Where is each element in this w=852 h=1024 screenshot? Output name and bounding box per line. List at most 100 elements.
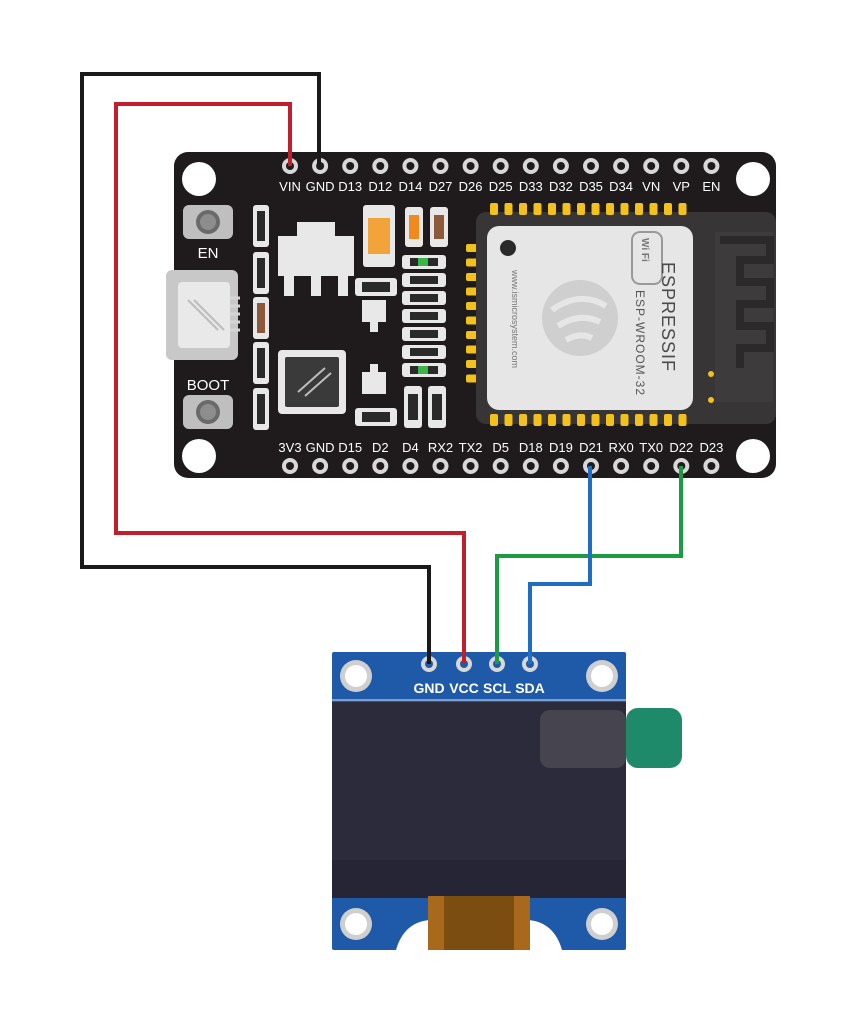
- module-pad-side: [466, 287, 478, 296]
- module-pad-bottom: [504, 414, 513, 426]
- bottom-label-d2: D2: [372, 440, 389, 455]
- wifi-logo-icon: Wi Fi: [631, 231, 663, 285]
- oled-pin-label-vcc: VCC: [449, 680, 479, 696]
- module-pad-top: [533, 203, 542, 215]
- antenna-trace-icon: [708, 232, 774, 403]
- esp-wroom-module: Wi Fi ESPRESSIF ESP-WROOM-32 www.ismicro…: [476, 212, 776, 424]
- module-brand-text: ESPRESSIF: [658, 262, 678, 372]
- bottom-pin-rx0: [613, 458, 630, 474]
- bottom-label-tx0: TX0: [639, 440, 663, 455]
- espressif-logo-icon: [542, 280, 618, 356]
- oled-flex-center: [444, 896, 514, 950]
- wire-gnd: [80, 72, 431, 664]
- bottom-pin-rx2: [432, 458, 449, 474]
- module-pad-top: [635, 203, 643, 215]
- top-label-d13: D13: [338, 179, 362, 194]
- top-pin-d25: [492, 158, 509, 174]
- module-pad-side: [466, 302, 478, 310]
- module-pad-top: [620, 203, 629, 215]
- bottom-pin-3v3: [282, 458, 298, 474]
- top-pin-d35: [583, 158, 599, 174]
- module-pad-side: [466, 273, 478, 281]
- bottom-pin-tx2: [462, 458, 479, 474]
- mount-hole-bottom-left: [182, 439, 216, 473]
- top-pin-en: [703, 158, 720, 174]
- module-top-pads: [490, 203, 687, 215]
- top-label-vp: VP: [673, 179, 690, 194]
- bottom-label-rx2: RX2: [428, 440, 453, 455]
- module-pad-top: [548, 203, 556, 215]
- top-label-d26: D26: [459, 179, 483, 194]
- top-pin-d27: [432, 158, 449, 174]
- module-pad-side: [466, 374, 478, 383]
- usb-uart-chip: [278, 350, 346, 414]
- en-button[interactable]: [183, 205, 233, 239]
- oled-screen-bezel: [332, 860, 626, 898]
- module-pad-top: [490, 203, 498, 215]
- svg-text:Wi Fi: Wi Fi: [639, 238, 650, 262]
- top-label-d34: D34: [609, 179, 633, 194]
- top-pin-vn: [643, 158, 660, 174]
- top-pin-d34: [613, 158, 630, 174]
- top-pin-d32: [552, 158, 569, 174]
- oled-glare: [540, 710, 626, 768]
- bottom-label-d18: D18: [519, 440, 543, 455]
- module-pad-top: [577, 203, 585, 215]
- mount-hole-top-right: [736, 162, 770, 196]
- bottom-pin-gnd: [312, 458, 329, 474]
- module-pad-bottom: [577, 414, 585, 426]
- bottom-label-gnd: GND: [306, 440, 335, 455]
- module-pad-top: [562, 203, 571, 215]
- top-label-d35: D35: [579, 179, 603, 194]
- module-pad-side: [466, 331, 478, 339]
- module-pad-bottom: [678, 414, 687, 426]
- top-pin-d12: [372, 158, 389, 174]
- bottom-label-rx0: RX0: [608, 440, 633, 455]
- top-label-d14: D14: [398, 179, 422, 194]
- module-pad-side: [466, 360, 478, 368]
- top-label-d33: D33: [519, 179, 543, 194]
- bottom-label-d15: D15: [338, 440, 362, 455]
- bottom-label-d19: D19: [549, 440, 573, 455]
- boot-button[interactable]: [183, 395, 233, 429]
- wire-d21-sda: [528, 466, 592, 664]
- wires: [80, 72, 683, 664]
- module-castellated-pins: [466, 244, 478, 383]
- bottom-label-d22: D22: [669, 440, 693, 455]
- oled-pin-label-gnd: GND: [413, 680, 444, 696]
- module-pad-bottom: [606, 414, 614, 426]
- module-pad-bottom: [533, 414, 542, 426]
- module-pad-top: [664, 203, 672, 215]
- top-label-vn: VN: [642, 179, 660, 194]
- top-pin-d33: [522, 158, 539, 174]
- module-pad-bottom: [490, 414, 498, 426]
- bottom-pin-d4: [402, 458, 419, 474]
- bottom-pin-d23: [703, 458, 720, 474]
- boot-button-label: BOOT: [187, 377, 230, 394]
- smd-resistor-column: [253, 205, 269, 430]
- top-label-d25: D25: [489, 179, 513, 194]
- module-pad-bottom: [562, 414, 571, 426]
- bottom-pin-d18: [522, 458, 539, 474]
- oled-protective-tab: [626, 708, 682, 768]
- top-pin-d13: [342, 158, 359, 174]
- module-url-text: www.ismicrosystem.com: [510, 269, 520, 368]
- module-pad-top: [504, 203, 513, 215]
- tantalum-capacitor: [363, 205, 395, 267]
- module-pad-top: [591, 203, 600, 215]
- module-pad-top: [649, 203, 658, 215]
- top-label-en: EN: [702, 179, 720, 194]
- module-pad-bottom: [519, 414, 527, 426]
- module-pad-top: [519, 203, 527, 215]
- module-pin1-dot: [500, 240, 516, 256]
- module-pad-side: [466, 345, 478, 354]
- smd-transistors: [355, 278, 446, 428]
- bottom-label-d5: D5: [492, 440, 509, 455]
- module-bottom-pads: [490, 414, 687, 426]
- module-pad-top: [606, 203, 614, 215]
- module-pad-top: [678, 203, 687, 215]
